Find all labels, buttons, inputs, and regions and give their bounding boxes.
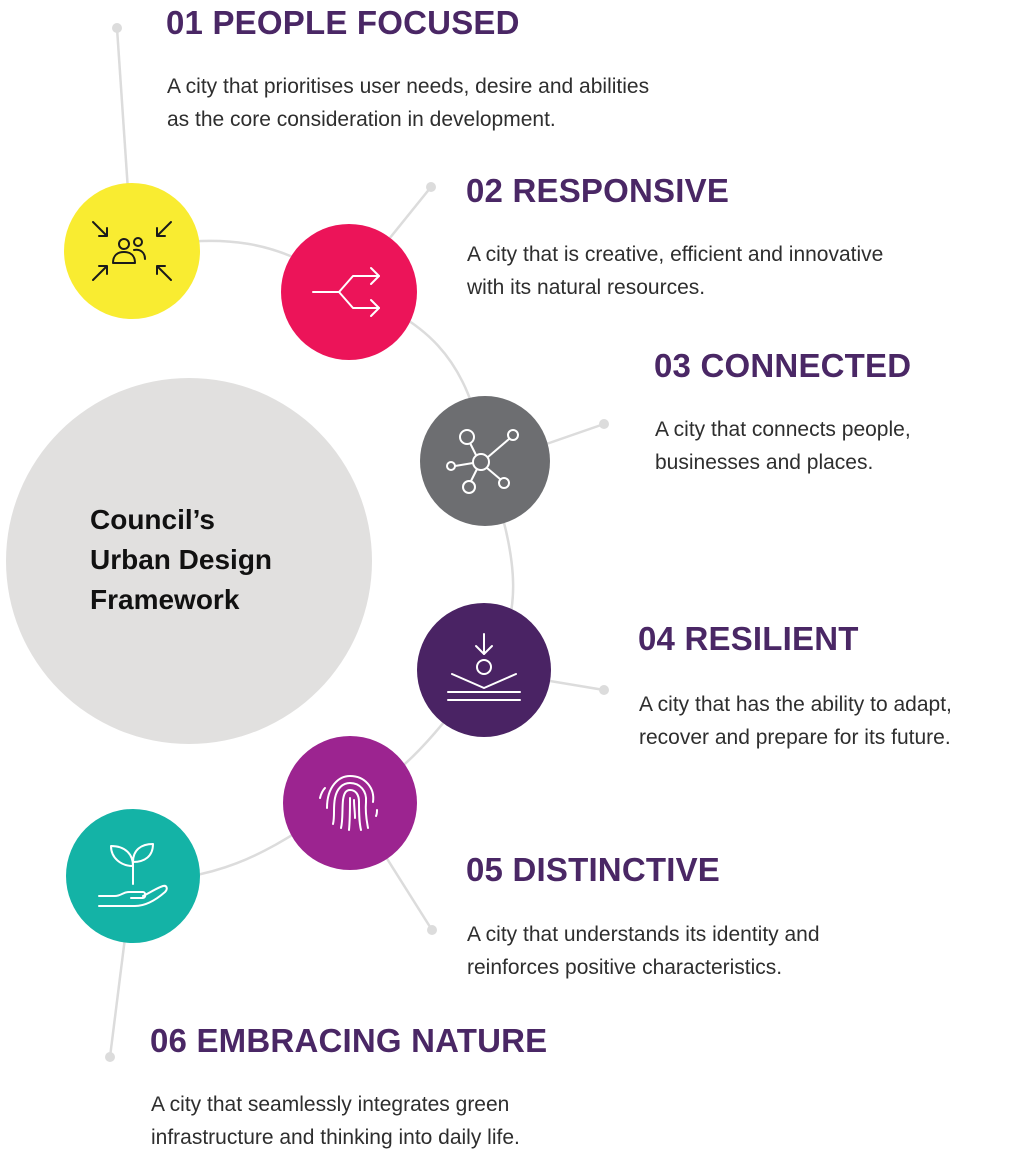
center-label-line: Framework [90,584,240,615]
desc-line: A city that prioritises user needs, desi… [167,75,650,98]
item-desc-embracing-nature: A city that seamlessly integrates green … [151,1088,520,1154]
desc-line: A city that seamlessly integrates green [151,1093,510,1116]
resilient-circle [417,603,551,737]
item-desc-connected: A city that connects people, businesses … [655,413,911,479]
desc-line: A city that understands its identity and [467,923,820,946]
item-desc-distinctive: A city that understands its identity and… [467,918,820,984]
item-title-connected: 03 CONNECTED [654,347,912,384]
drop-absorb-icon [447,633,521,701]
desc-line: reinforces positive characteristics. [467,956,783,979]
connector-dot [426,182,436,192]
connected-circle [420,396,550,526]
responsive-circle [281,224,417,360]
fingerprint-icon [319,774,378,831]
connector-dot [599,685,609,695]
embracing-nature-circle [66,809,200,943]
people-focused-circle [64,183,200,319]
item-desc-responsive: A city that is creative, efficient and i… [467,238,883,304]
desc-line: A city that has the ability to adapt, [639,693,952,716]
item-desc-resilient: A city that has the ability to adapt, re… [639,688,952,754]
desc-line: A city that connects people, [655,418,911,441]
hand-sprout-icon [98,843,168,907]
framework-center-label: Council’s Urban Design Framework [90,500,350,620]
center-label-line: Urban Design [90,544,273,575]
item-title-embracing-nature: 06 EMBRACING NATURE [150,1022,548,1059]
connector-dot [599,419,609,429]
desc-line: infrastructure and thinking into daily l… [151,1126,520,1149]
center-label-line: Council’s [90,504,215,535]
framework-center-circle [6,378,372,744]
connector-dot [427,925,437,935]
item-title-distinctive: 05 DISTINCTIVE [466,851,721,888]
item-desc-people-focused: A city that prioritises user needs, desi… [167,70,649,136]
item-title-resilient: 04 RESILIENT [638,620,859,657]
network-nodes-icon [446,429,519,494]
desc-line: recover and prepare for its future. [639,726,951,749]
distinctive-circle [283,736,417,870]
item-title-responsive: 02 RESPONSIVE [466,172,730,209]
connector-dot [105,1052,115,1062]
people-focus-icon [92,221,172,281]
desc-line: as the core consideration in development… [167,108,556,131]
split-arrows-icon [312,267,380,317]
connector-dot [112,23,122,33]
desc-line: businesses and places. [655,451,874,474]
desc-line: A city that is creative, efficient and i… [467,243,884,266]
desc-line: with its natural resources. [467,276,706,299]
item-title-people-focused: 01 PEOPLE FOCUSED [166,4,520,41]
